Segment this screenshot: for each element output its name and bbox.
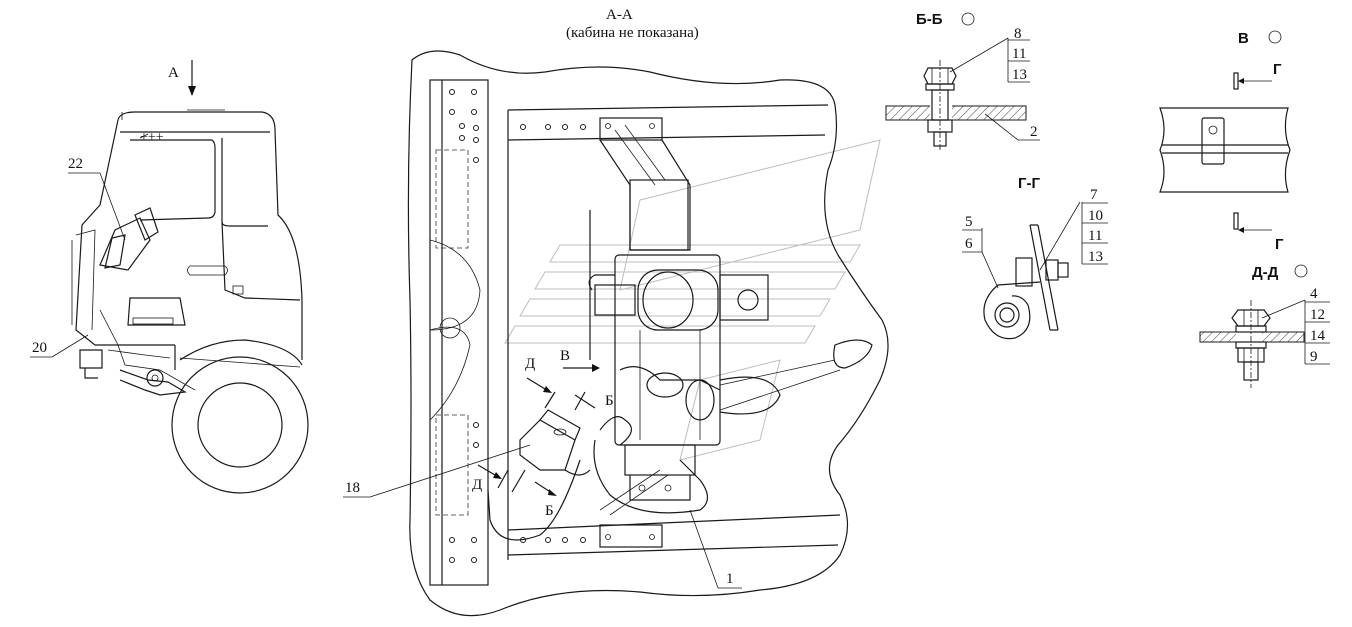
callout-20-label: 20 <box>32 340 47 356</box>
frame-view-aa <box>407 50 889 617</box>
cut-mark-g-bottom: Г <box>1275 236 1284 253</box>
view-arrow-label: А <box>168 65 179 81</box>
callout-8-label: 8 <box>1014 26 1022 42</box>
callout-1-label: 1 <box>726 571 734 587</box>
section-bb: Б-Б 8 11 13 2 <box>885 11 1040 150</box>
callout-10-label: 10 <box>1088 208 1103 224</box>
section-gg: Г-Г 7 10 11 13 5 6 <box>962 175 1108 340</box>
callout-2-label: 2 <box>1030 124 1038 140</box>
cut-mark-d-bottom: Д <box>472 477 482 493</box>
section-dd: Д-Д 4 12 14 9 <box>1199 264 1330 388</box>
svg-text:+++: +++ <box>140 130 164 145</box>
view-aa-title: А-А <box>606 7 633 23</box>
cut-mark-b-top: Б <box>605 393 614 409</box>
callout-4-label: 4 <box>1310 286 1318 302</box>
callout-11a-label: 11 <box>1012 46 1026 62</box>
callout-22-label: 22 <box>68 156 83 172</box>
callout-7-label: 7 <box>1090 187 1098 203</box>
callout-13b-label: 13 <box>1088 249 1103 265</box>
callout-5-label: 5 <box>965 214 973 230</box>
view-v: В Г Г <box>1159 30 1291 253</box>
callout-13a-label: 13 <box>1012 67 1027 83</box>
callout-9-label: 9 <box>1310 349 1318 365</box>
view-aa-subtitle: (кабина не показана) <box>566 25 699 41</box>
section-bb-title: Б-Б <box>916 11 943 28</box>
callout-1: 1 <box>689 509 742 589</box>
view-v-title: В <box>1238 30 1249 47</box>
cut-mark-d-top: Д <box>525 356 535 372</box>
cut-mark-b-bottom: Б <box>545 503 554 519</box>
cut-mark-v: В <box>560 348 570 364</box>
section-dd-title: Д-Д <box>1252 264 1279 281</box>
callout-6-label: 6 <box>965 236 973 252</box>
section-gg-title: Г-Г <box>1018 175 1040 192</box>
watermark-logo <box>504 139 881 461</box>
truck-cab-view: +++ <box>71 109 309 494</box>
cut-mark-g-top: Г <box>1273 61 1282 78</box>
callout-18-label: 18 <box>345 480 360 496</box>
callout-12-label: 12 <box>1310 307 1325 323</box>
callout-20: 20 <box>30 334 89 358</box>
view-arrow-a: А <box>168 60 196 96</box>
callout-18: 18 <box>343 444 531 498</box>
callout-22: 22 <box>68 156 126 241</box>
cut-marks-aa: Д В Б Д Б <box>472 348 614 519</box>
callout-11b-label: 11 <box>1088 228 1102 244</box>
callout-14-label: 14 <box>1310 328 1326 344</box>
